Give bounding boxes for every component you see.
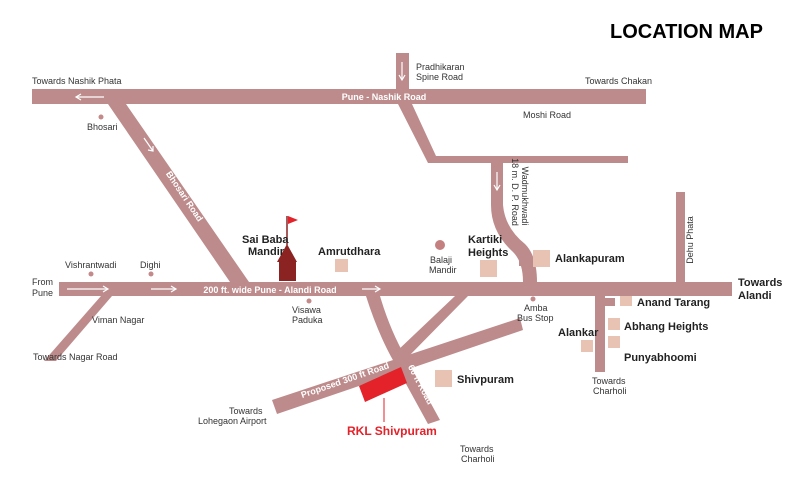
amrutdhara-block: [335, 259, 348, 272]
anand-tarang-label: Anand Tarang: [637, 297, 710, 309]
vishrantwadi-marker: [88, 271, 94, 277]
arrow-down-icon: [398, 62, 406, 82]
punyabhoomi-block: [608, 336, 620, 348]
charholi-label: Charholi: [461, 454, 495, 464]
towards-nagar-road-label: Towards Nagar Road: [33, 352, 118, 362]
dighi-label: Dighi: [140, 260, 161, 270]
wadmukhwadi-label: Wadmukhwadi: [520, 167, 530, 226]
nagar-road-link: [44, 296, 112, 361]
viman-nagar-marker: [81, 317, 87, 323]
vishrantwadi-label: Vishrantwadi: [65, 260, 116, 270]
towards-charholi-east-label: Towards: [592, 376, 626, 386]
bhosari-road: [108, 104, 249, 282]
anand-tarang-block: [620, 296, 632, 306]
kartiki-heights-block: [480, 260, 497, 277]
road-60-ft: [366, 296, 440, 424]
towards-chakan-label: Towards Chakan: [585, 76, 652, 86]
alankapuram-label: Alankapuram: [555, 253, 625, 265]
from-label: From: [32, 277, 53, 287]
visawa-paduka-marker: [306, 298, 312, 304]
towards-lohegaon-label: Towards: [229, 406, 263, 416]
amba-bus-stop-marker: [530, 296, 536, 302]
alankar-block: [581, 340, 593, 352]
amba-label: Amba: [524, 303, 548, 313]
map-title: LOCATION MAP: [610, 21, 763, 43]
landmark-blocks: [335, 250, 632, 387]
anand-tarang-connector: [605, 298, 615, 306]
dighi-marker: [148, 271, 154, 277]
bhosari-label: Bhosari: [87, 122, 118, 132]
dp-road-label: 18 m. D. P. Road: [510, 158, 520, 226]
alandi-link-road: [396, 296, 468, 360]
dp-road: [491, 162, 537, 282]
lohegaon-airport-label: Lohegaon Airport: [198, 416, 267, 426]
kartiki-label: Kartiki: [468, 234, 502, 246]
towards-label: Towards: [738, 277, 782, 289]
alandi-label: Alandi: [738, 290, 772, 302]
arrow-down-icon: [493, 172, 501, 192]
landmark-labels: Sai Baba Mandir Amrutdhara Kartiki Heigh…: [242, 234, 782, 386]
punyabhoomi-label: Punyabhoomi: [624, 352, 697, 364]
paduka-label: Paduka: [292, 315, 323, 325]
pune-label: Pune: [32, 288, 53, 298]
moshi-road: [398, 104, 628, 163]
sai-baba-mandir-label: Mandir: [248, 246, 285, 258]
mandir-label: Mandir: [429, 265, 457, 275]
pune-alandi-road-label: 200 ft. wide Pune - Alandi Road: [203, 285, 336, 295]
arrow-right-icon: [67, 285, 110, 293]
pune-nashik-road: [32, 89, 646, 104]
abhang-heights-label: Abhang Heights: [624, 321, 708, 333]
project-site: [359, 367, 407, 402]
arrow-right-icon: [151, 285, 178, 293]
visawa-label: Visawa: [292, 305, 321, 315]
towards-charholi-label: Towards: [460, 444, 494, 454]
alankar-label: Alankar: [558, 327, 599, 339]
temple-icon: [277, 216, 298, 281]
bus-stop-label: Bus Stop: [517, 313, 554, 323]
pune-nashik-road-label: Pune - Nashik Road: [342, 92, 427, 102]
amrutdhara-label: Amrutdhara: [318, 246, 381, 258]
spine-road-label: Spine Road: [416, 72, 463, 82]
pradhikaran-label: Pradhikaran: [416, 62, 465, 72]
abhang-heights-block: [608, 318, 620, 330]
shivpuram-label: Shivpuram: [457, 374, 514, 386]
arrow-down-right-icon: [143, 137, 154, 152]
alankapuram-block: [533, 250, 550, 267]
alankapuram-connector: [519, 256, 529, 266]
dehu-phata-road: [676, 192, 685, 284]
moshi-road-label: Moshi Road: [523, 110, 571, 120]
towards-nashik-phata-label: Towards Nashik Phata: [32, 76, 122, 86]
viman-nagar-label: Viman Nagar: [92, 315, 144, 325]
kartiki-heights-label: Heights: [468, 247, 508, 259]
balaji-label: Balaji: [430, 255, 452, 265]
balaji-mandir-marker: [435, 240, 445, 250]
project-label: RKL Shivpuram: [347, 424, 437, 438]
dehu-phata-label: Dehu Phata: [685, 216, 695, 264]
pune-alandi-road: [59, 282, 732, 296]
roads: [32, 53, 732, 424]
arrow-left-icon: [74, 93, 104, 101]
charholi-east-label: Charholi: [593, 386, 627, 396]
arrow-right-icon: [362, 285, 382, 293]
bhosari-marker: [98, 114, 104, 120]
sai-baba-label: Sai Baba: [242, 234, 289, 246]
project-marker: RKL Shivpuram: [347, 367, 437, 438]
locality-labels: Towards Nashik Phata Pradhikaran Spine R…: [32, 62, 652, 464]
shivpuram-block: [435, 370, 452, 387]
charholi-road-east: [595, 296, 605, 372]
direction-arrows: [67, 62, 501, 293]
